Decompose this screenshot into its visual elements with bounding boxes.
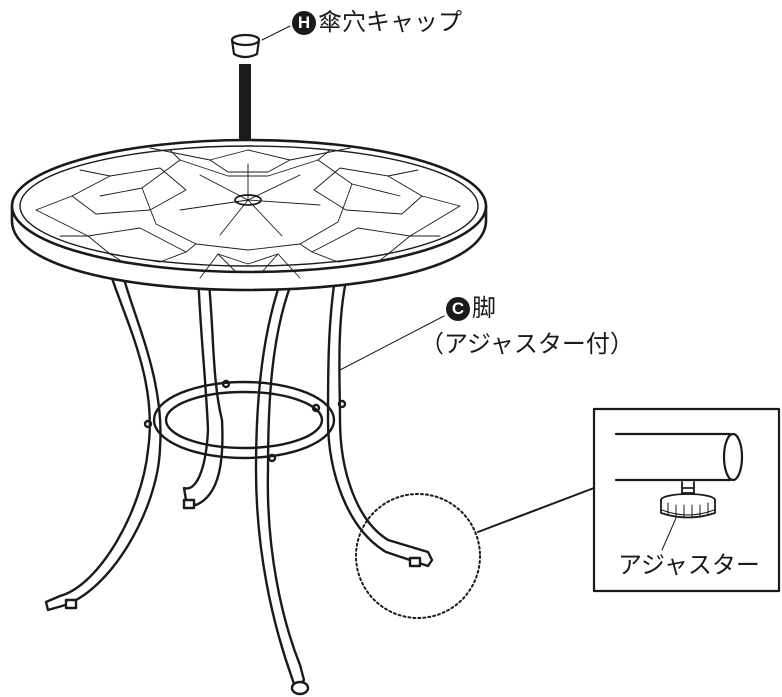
umbrella-cap-text: 傘穴キャップ: [318, 8, 462, 36]
adjuster-label: アジャスター: [618, 551, 760, 579]
table-legs: [44, 270, 434, 696]
umbrella-cap: [230, 33, 261, 59]
leg-sublabel: （アジャスター付）: [420, 330, 634, 358]
part-letter-badge: H: [292, 11, 316, 35]
adjuster-detail-box: [592, 407, 781, 593]
callout-connector: [477, 487, 595, 533]
leg-ring: [143, 379, 347, 463]
part-letter-badge: C: [446, 297, 470, 321]
leg-leader-line: [339, 315, 445, 371]
cap-leader-line: [261, 25, 291, 41]
tabletop: [10, 138, 488, 292]
mosaic-pattern: [35, 147, 461, 279]
adjuster-callout-circle: [355, 493, 481, 619]
leg-text: 脚: [472, 294, 496, 322]
